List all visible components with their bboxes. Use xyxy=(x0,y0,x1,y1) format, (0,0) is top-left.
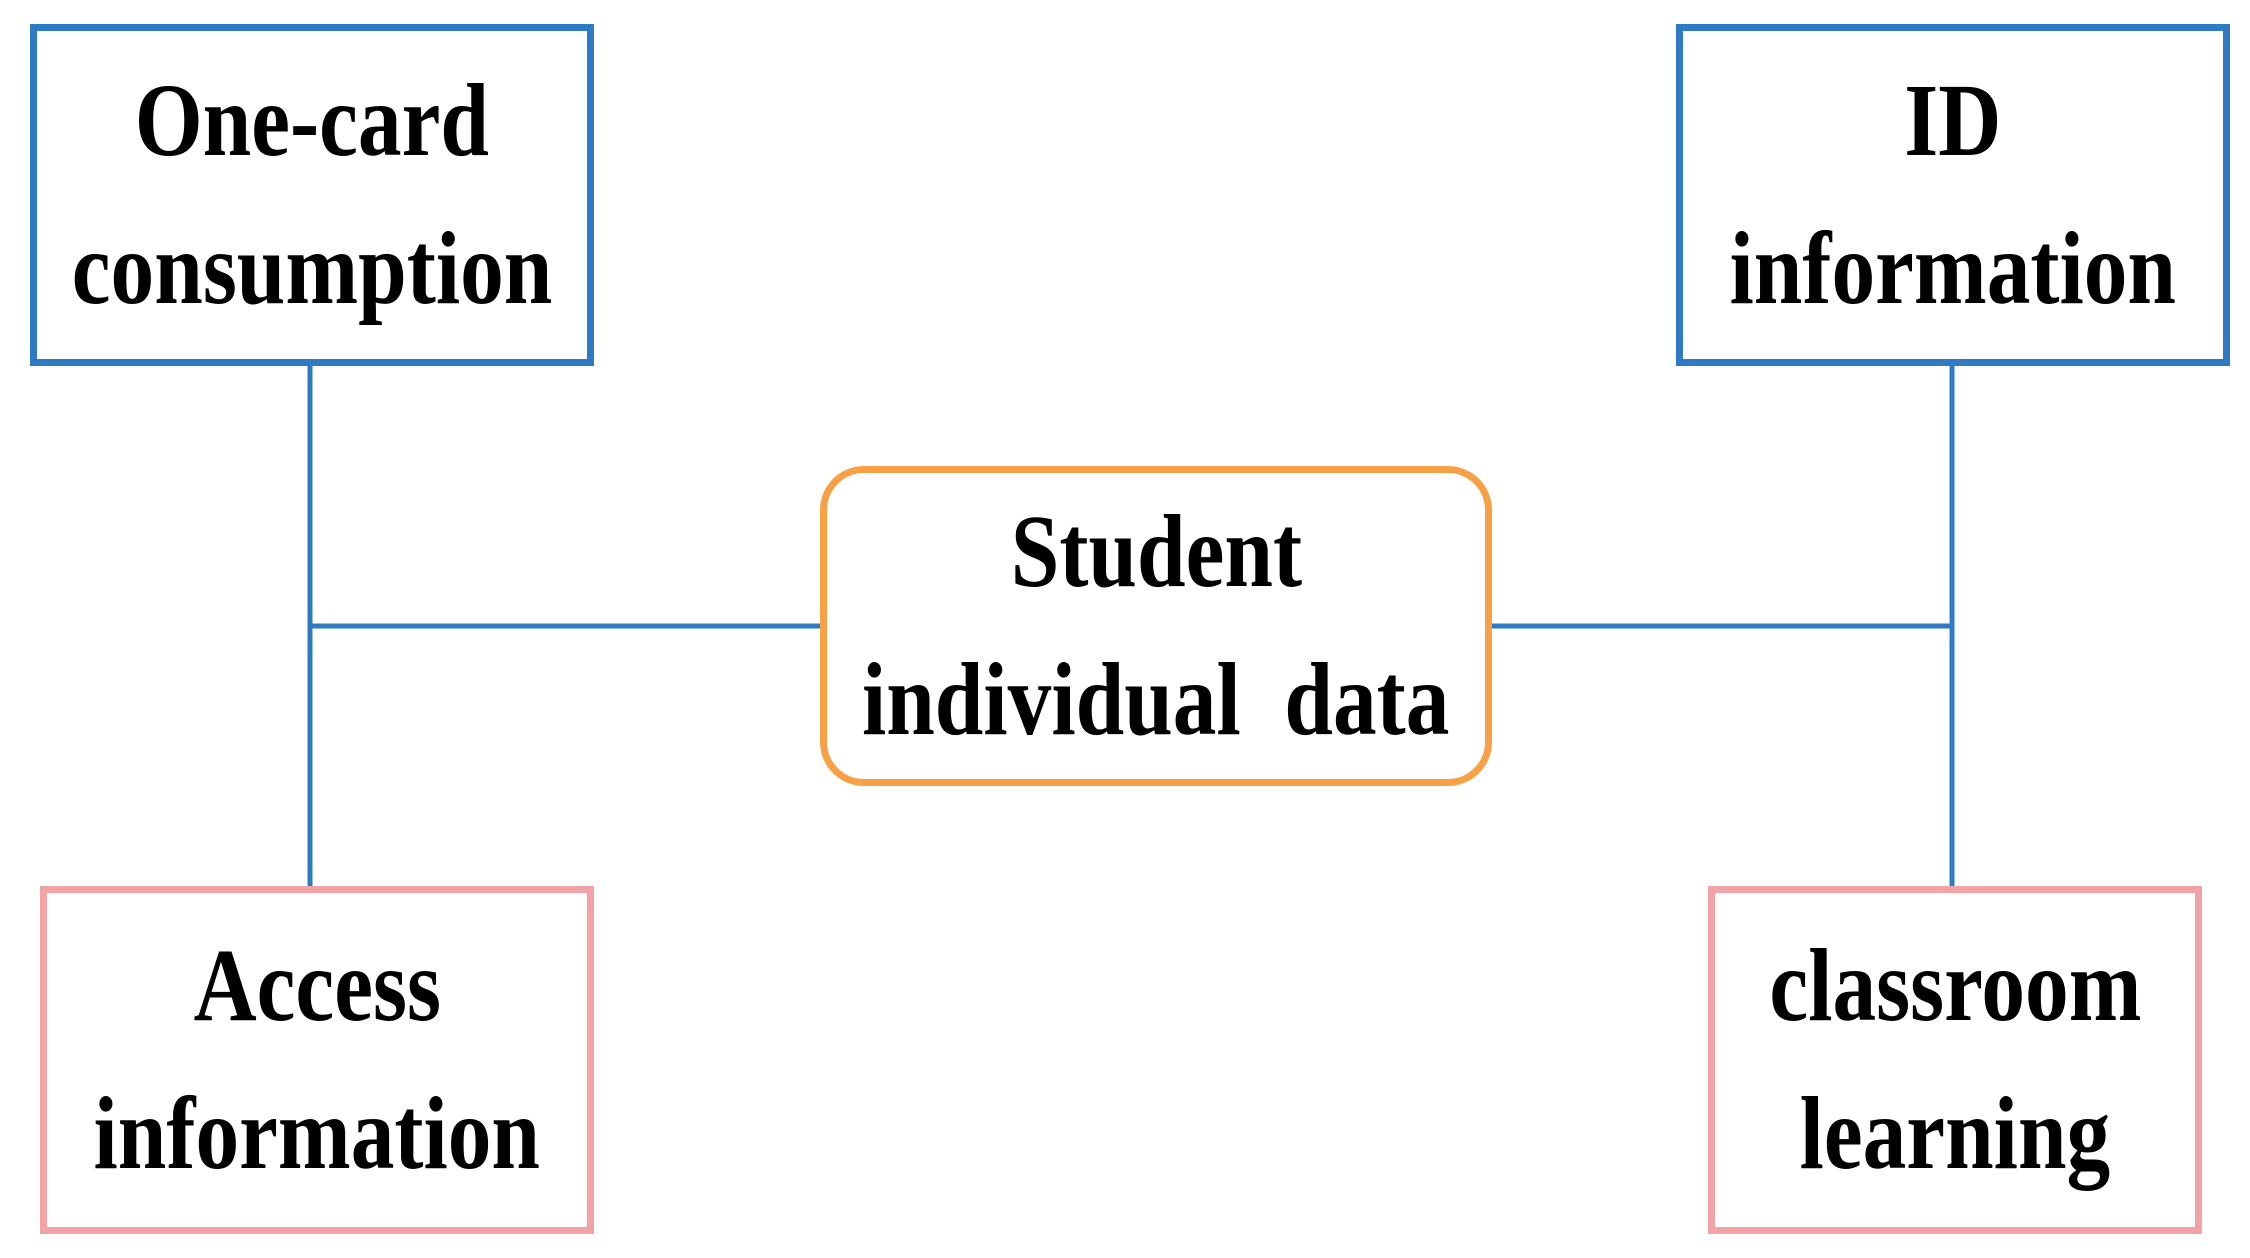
student-individual-data-line-1: Student xyxy=(1010,494,1302,609)
classroom-learning-line-1: classroom xyxy=(1768,928,2142,1043)
student-individual-data-line-2: individual data xyxy=(862,642,1450,757)
id-information-box: ID information xyxy=(1676,24,2230,366)
access-information-box: Access information xyxy=(40,886,594,1234)
access-information-line-1: Access xyxy=(193,928,441,1043)
id-information-line-2: information xyxy=(1729,211,2177,326)
one-card-consumption-line-1: One-card xyxy=(134,63,490,178)
id-information-line-1: ID xyxy=(1904,63,2002,178)
classroom-learning-box: classroom learning xyxy=(1708,886,2202,1234)
one-card-consumption-line-2: consumption xyxy=(71,211,553,326)
classroom-learning-line-2: learning xyxy=(1799,1076,2111,1191)
access-information-line-2: information xyxy=(93,1076,541,1191)
one-card-consumption-box: One-card consumption xyxy=(30,24,594,366)
student-individual-data-box: Student individual data xyxy=(820,466,1492,786)
